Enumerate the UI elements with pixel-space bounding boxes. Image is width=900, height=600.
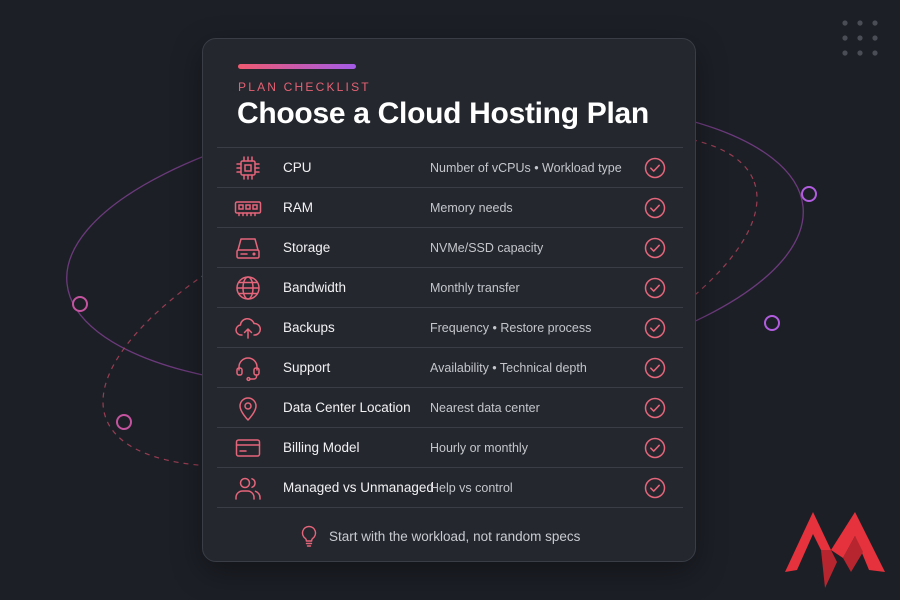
orbit-dot-right (764, 315, 780, 331)
row-name: Backups (283, 320, 335, 335)
checklist-row-billing: Billing Model Hourly or monthly (217, 428, 683, 468)
lightbulb-icon (299, 525, 319, 547)
credit-card-icon (234, 434, 262, 462)
orbit-dot-bottom-left (116, 414, 132, 430)
checklist-row-managed: Managed vs Unmanaged Help vs control (217, 468, 683, 508)
checklist-row-backups: Backups Frequency • Restore process (217, 308, 683, 348)
row-description: Frequency • Restore process (430, 321, 592, 335)
dot-grid (842, 20, 878, 56)
checklist-row-ram: RAM Memory needs (217, 188, 683, 228)
accent-bar (238, 64, 356, 69)
row-description: NVMe/SSD capacity (430, 241, 544, 255)
globe-icon (234, 274, 262, 302)
check-circle-icon[interactable] (644, 397, 666, 419)
row-name: CPU (283, 160, 312, 175)
orbit-dot-right-top (801, 186, 817, 202)
row-name: Storage (283, 240, 331, 255)
check-circle-icon[interactable] (644, 157, 666, 179)
checklist-row-support: Support Availability • Technical depth (217, 348, 683, 388)
check-circle-icon[interactable] (644, 477, 666, 499)
checklist-row-bandwidth: Bandwidth Monthly transfer (217, 268, 683, 308)
users-icon (234, 474, 262, 502)
check-circle-icon[interactable] (644, 237, 666, 259)
row-name: Data Center Location (283, 400, 411, 415)
row-description: Nearest data center (430, 401, 540, 415)
checklist-rows: CPU Number of vCPUs • Workload type RAM … (217, 147, 683, 508)
row-name: Support (283, 360, 331, 375)
orbit-dot-left (72, 296, 88, 312)
row-description: Monthly transfer (430, 281, 520, 295)
row-description: Availability • Technical depth (430, 361, 587, 375)
location-pin-icon (234, 394, 262, 422)
cloud-upload-icon (234, 314, 262, 342)
row-name: RAM (283, 200, 313, 215)
check-circle-icon[interactable] (644, 197, 666, 219)
row-description: Help vs control (430, 481, 513, 495)
row-name: Managed vs Unmanaged (283, 480, 434, 495)
headset-icon (234, 354, 262, 382)
tip-text: Start with the workload, not random spec… (329, 528, 581, 544)
check-circle-icon[interactable] (644, 437, 666, 459)
cpu-icon (234, 154, 262, 182)
checklist-row-storage: Storage NVMe/SSD capacity (217, 228, 683, 268)
ram-icon (234, 194, 262, 222)
row-description: Number of vCPUs • Workload type (430, 161, 622, 175)
brand-logo (785, 512, 885, 588)
checklist-row-cpu: CPU Number of vCPUs • Workload type (217, 148, 683, 188)
row-description: Memory needs (430, 201, 513, 215)
row-name: Billing Model (283, 440, 360, 455)
check-circle-icon[interactable] (644, 357, 666, 379)
tip: Start with the workload, not random spec… (299, 525, 580, 547)
card-title: Choose a Cloud Hosting Plan (237, 97, 649, 130)
row-description: Hourly or monthly (430, 441, 528, 455)
check-circle-icon[interactable] (644, 277, 666, 299)
checklist-card: PLAN CHECKLIST Choose a Cloud Hosting Pl… (202, 38, 696, 562)
check-circle-icon[interactable] (644, 317, 666, 339)
checklist-row-location: Data Center Location Nearest data center (217, 388, 683, 428)
card-eyebrow: PLAN CHECKLIST (238, 80, 371, 94)
storage-icon (234, 234, 262, 262)
row-name: Bandwidth (283, 280, 347, 295)
